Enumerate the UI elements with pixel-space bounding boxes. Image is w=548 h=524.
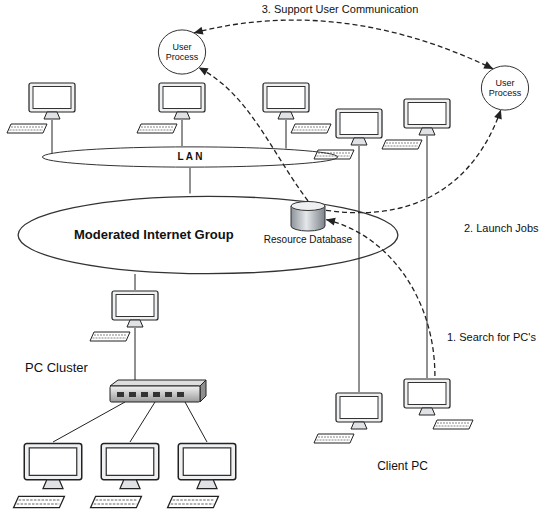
monitor-icon <box>336 393 382 429</box>
wire <box>135 328 136 381</box>
edge-label: 3. Support User Communication <box>260 3 421 16</box>
user-process-circle: User Process <box>158 28 206 76</box>
edge-label-holder: 2. Launch Jobs <box>462 222 541 235</box>
wire <box>135 274 136 290</box>
switch-ports <box>117 392 184 397</box>
dashed-connector <box>194 20 493 69</box>
switch-top <box>110 380 206 386</box>
edge-label-holder: 1. Search for PC's <box>445 331 538 344</box>
keyboard-icon <box>382 140 422 149</box>
switch-port <box>117 392 124 397</box>
dashed-connector <box>199 68 308 201</box>
switch-port <box>153 392 160 397</box>
keyboard-icon <box>137 124 177 133</box>
user-process-circle: User Process <box>481 64 529 112</box>
arrow-head <box>494 110 502 120</box>
edge-label-holder: 3. Support User Communication <box>260 3 421 16</box>
keyboard-icon <box>314 434 354 443</box>
label-holder: PC Cluster <box>25 360 88 375</box>
switch-port <box>129 392 136 397</box>
wire <box>359 146 360 392</box>
user-process-circle-shape <box>158 30 205 74</box>
monitor-icon <box>404 99 450 135</box>
wire <box>185 402 207 442</box>
monitor-icon <box>404 379 450 415</box>
edge-label: 1. Search for PC's <box>445 331 538 344</box>
monitor-icon <box>24 444 82 489</box>
internet-group-ellipse-shape <box>18 196 398 273</box>
user-process-circle-shape <box>481 66 528 110</box>
keyboard-icon <box>291 124 331 133</box>
monitor-icon <box>263 83 309 119</box>
node-text: L A N <box>177 151 202 163</box>
node-text: Client PC <box>377 460 428 474</box>
node-text: User Process <box>484 78 526 99</box>
resource-database: Resource Database <box>261 201 356 261</box>
node-text: User Process <box>161 42 203 63</box>
monitor-icon <box>178 444 236 489</box>
cylinder-top <box>291 202 325 211</box>
wire <box>190 168 191 194</box>
keyboard-icon <box>168 496 219 507</box>
keyboard-icon <box>14 496 65 507</box>
internet-group-ellipse: Moderated Internet Group Resource Databas… <box>15 193 401 277</box>
wire <box>52 120 427 442</box>
dashed-connector <box>326 110 502 213</box>
keyboard-icon <box>7 124 47 133</box>
network-switch <box>110 380 206 402</box>
group-label: PC Cluster <box>25 360 88 375</box>
monitor-icon <box>336 109 382 145</box>
switch-port <box>177 392 184 397</box>
edge-label: 2. Launch Jobs <box>462 222 541 235</box>
node-text: Moderated Internet Group <box>74 228 234 243</box>
wire <box>427 136 428 378</box>
monitor-icon <box>101 444 159 489</box>
wire <box>182 120 183 146</box>
switch-side <box>200 380 206 402</box>
lan-ellipse: L A N <box>40 146 340 168</box>
dashed-arrow-line <box>199 68 308 201</box>
wire <box>52 120 53 153</box>
dashed-arrow-line <box>194 20 493 69</box>
client-pc-group: Client PC <box>335 374 470 474</box>
lan-ellipse-shape <box>42 147 337 167</box>
arrow-head <box>483 61 493 69</box>
node-text: Resource Database <box>264 234 352 246</box>
dashed-arrow-line <box>326 110 501 213</box>
wire <box>130 402 155 442</box>
wire <box>53 402 125 442</box>
database-cylinder <box>290 201 326 232</box>
monitor-icon <box>159 83 205 119</box>
arrow-head <box>326 218 336 226</box>
monitor-icon <box>29 83 75 119</box>
keyboard-icon <box>433 420 473 429</box>
switch-port <box>165 392 172 397</box>
wire <box>286 120 287 149</box>
switch-port <box>141 392 148 397</box>
arrow-head <box>199 68 209 76</box>
switch-front <box>110 386 200 402</box>
keyboard-icon <box>90 332 130 341</box>
monitor-icon <box>112 291 158 327</box>
keyboard-icon <box>91 496 142 507</box>
